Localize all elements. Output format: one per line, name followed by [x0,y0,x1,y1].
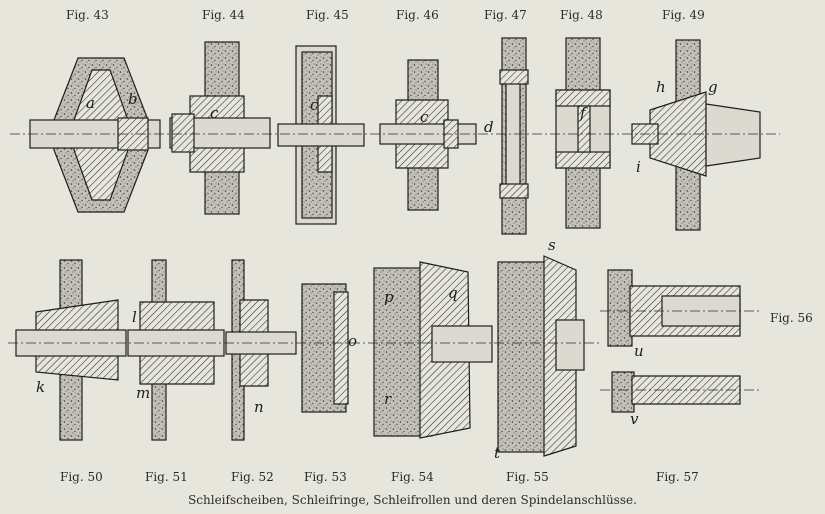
figure-48 [555,37,611,229]
part-letter-l: l [132,308,137,326]
center-lines-bottom [8,310,760,391]
part-letter-h: h [656,78,666,96]
part-letters: a b c c c d f h g i k l m n o p q r s t … [36,78,718,462]
figure-label-52: Fig. 52 [231,470,274,484]
figure-52 [225,259,297,441]
part-letter-f: f [579,104,588,122]
figure-49 [631,39,761,231]
figure-56 [607,269,741,347]
part-letter-r: r [384,390,392,408]
part-letter-n: n [254,398,264,416]
figure-label-54: Fig. 54 [391,470,434,484]
figure-label-46: Fig. 46 [396,8,439,22]
figure-55 [497,255,585,457]
figure-46 [379,59,477,211]
figure-44 [169,41,271,215]
figure-53 [301,283,349,413]
part-letter-c3: c [420,108,429,126]
figure-label-51: Fig. 51 [145,470,188,484]
figure-label-53: Fig. 53 [304,470,347,484]
part-letter-d: d [484,118,494,136]
figure-label-45: Fig. 45 [306,8,349,22]
part-letter-t: t [494,444,501,462]
part-letter-a: a [86,94,95,112]
figure-43 [29,57,161,213]
part-letter-k: k [36,378,45,396]
figure-label-48: Fig. 48 [560,8,603,22]
figure-45 [277,45,365,225]
figure-label-55: Fig. 55 [506,470,549,484]
figure-label-49: Fig. 49 [662,8,705,22]
figure-57 [611,371,741,413]
part-letter-c2: c [310,96,319,114]
part-letter-u: u [634,342,644,360]
part-letter-i: i [636,158,641,176]
figure-54 [373,261,493,439]
part-letter-m: m [136,384,150,402]
part-letter-q: q [448,284,458,302]
figure-label-57: Fig. 57 [656,470,699,484]
figure-47 [499,37,529,235]
plate-caption: Schleifscheiben, Schleifringe, Schleifro… [188,493,637,507]
part-letter-v: v [630,410,639,428]
part-letter-b: b [128,90,138,108]
figure-label-56: Fig. 56 [770,311,813,325]
figure-label-44: Fig. 44 [202,8,245,22]
part-letter-c1: c [210,104,219,122]
part-letter-s: s [548,236,556,254]
figure-50 [15,259,127,441]
part-letter-p: p [384,288,394,306]
figure-label-47: Fig. 47 [484,8,527,22]
figure-51 [127,259,225,441]
part-letter-g: g [708,78,718,96]
part-letter-o: o [348,332,357,350]
figure-label-43: Fig. 43 [66,8,109,22]
figure-label-50: Fig. 50 [60,470,103,484]
